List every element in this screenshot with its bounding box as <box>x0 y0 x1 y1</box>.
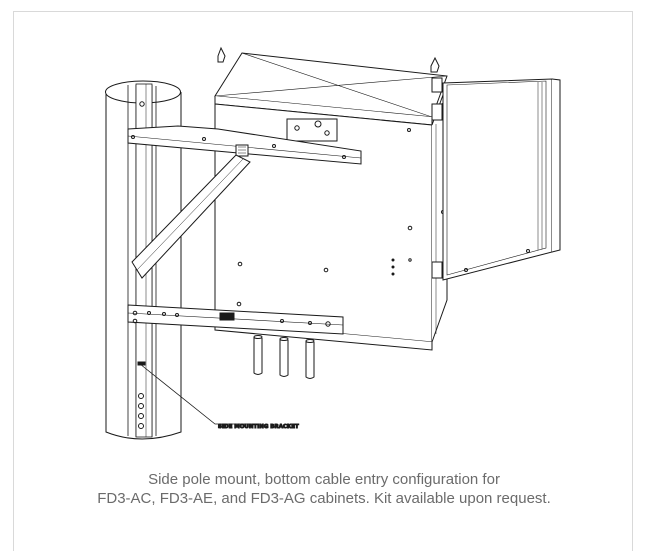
diagonal-brace <box>131 154 251 279</box>
figure-caption: Side pole mount, bottom cable entry conf… <box>14 470 634 508</box>
caption-line-1: Side pole mount, bottom cable entry conf… <box>148 471 500 488</box>
caption-line-2: FD3-AC, FD3-AE, and FD3-AG cabinets. Kit… <box>97 490 551 507</box>
bottom-bracket <box>127 304 344 335</box>
callout-label: SIDE MOUNTING BRACKET <box>218 424 299 430</box>
cabinet-door <box>431 77 561 281</box>
top-bracket <box>127 125 362 165</box>
pole-mount-drawing: SIDE MOUNTING BRACKET <box>105 46 561 440</box>
callout-leader <box>139 363 254 425</box>
figure-card: SIDE MOUNTING BRACKET Side pole mount, b… <box>13 11 633 551</box>
